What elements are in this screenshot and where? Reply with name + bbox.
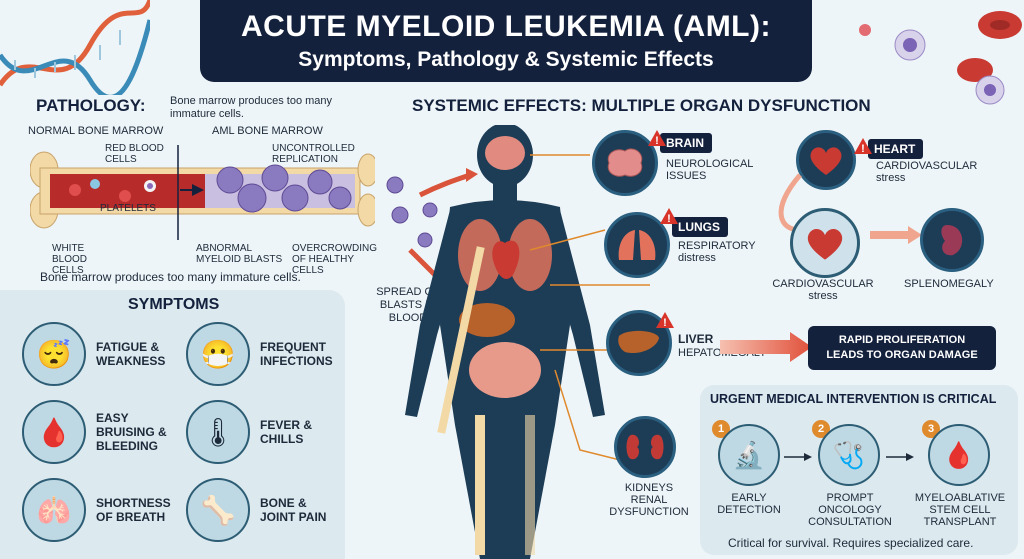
symptom-label: FATIGUE & WEAKNESS <box>96 340 166 368</box>
systemic-heading: SYSTEMIC EFFECTS: MULTIPLE ORGAN DYSFUNC… <box>412 96 871 115</box>
spleen-circle <box>920 208 984 272</box>
lungs-icon: 🫁 <box>22 478 86 542</box>
brain-desc: NEUROLOGICAL ISSUES <box>666 158 754 182</box>
platelets-label: PLATELETS <box>100 203 156 214</box>
urgent-heading: URGENT MEDICAL INTERVENTION IS CRITICAL <box>710 392 997 406</box>
pathology-caption: Bone marrow produces too many immature c… <box>40 270 301 284</box>
step-arrow <box>886 453 914 461</box>
lungs-tag: LUNGS <box>672 217 728 237</box>
brain-tag: BRAIN <box>660 133 712 153</box>
tired-person-icon: 😴 <box>22 322 86 386</box>
step-arrow <box>784 453 812 461</box>
bruise-icon: 🩸 <box>22 400 86 464</box>
svg-text:!: ! <box>655 135 659 146</box>
svg-text:!: ! <box>861 143 865 154</box>
symptom-infections: 😷 FREQUENT INFECTIONS <box>186 322 340 386</box>
aml-marrow-label: AML BONE MARROW <box>212 125 323 137</box>
svg-text:!: ! <box>667 213 671 224</box>
infection-shield-icon: 😷 <box>186 322 250 386</box>
brain-icon <box>607 148 643 177</box>
brain-tag-wrap: ! BRAIN <box>648 130 712 153</box>
cardio-circle <box>790 208 860 278</box>
kidneys-desc: RENAL DYSFUNCTION <box>609 494 689 518</box>
knee-joint-icon: 🦴 <box>186 478 250 542</box>
heart-circle <box>796 130 856 190</box>
lungs-tag-wrap: ! LUNGS <box>660 208 728 237</box>
heart-desc-2: stress <box>876 172 906 184</box>
bone-marrow-illustration <box>30 145 375 240</box>
symptom-bruising: 🩸 EASY BRUISING & BLEEDING <box>22 400 176 464</box>
lungs-desc-2: distress <box>678 252 716 264</box>
heart-icon <box>807 228 843 260</box>
step-label: MYELOABLATIVE STEM CELL TRANSPLANT <box>914 492 1006 528</box>
warning-icon: ! <box>854 138 872 154</box>
heart-desc-1: CARDIOVASCULAR <box>876 160 978 172</box>
uncontrolled-replication-label: UNCONTROLLED REPLICATION <box>272 143 355 165</box>
lungs-organ-icon <box>618 230 656 260</box>
blood-bag-icon: 🩸 <box>928 424 990 486</box>
symptom-label: BONE & JOINT PAIN <box>260 496 327 524</box>
proliferation-line-2: LEADS TO ORGAN DAMAGE <box>826 349 978 361</box>
thermometer-icon: 🌡 <box>186 400 250 464</box>
urgent-footer: Critical for survival. Requires speciali… <box>728 536 974 550</box>
proliferation-arrow <box>720 332 812 362</box>
symptom-label: EASY BRUISING & BLEEDING <box>96 411 167 453</box>
symptom-label: SHORTNESS OF BREATH <box>96 496 171 524</box>
blood-cells-decoration <box>859 11 1022 105</box>
symptom-label: FREQUENT INFECTIONS <box>260 340 333 368</box>
kidneys-circle <box>614 416 676 478</box>
pathology-heading: PATHOLOGY: <box>36 96 146 115</box>
step-label: EARLY DETECTION <box>717 492 781 516</box>
brain-circle <box>592 130 658 196</box>
step-label: PROMPT ONCOLOGY CONSULTATION <box>808 492 892 528</box>
overcrowding-label: OVERCROWDING OF HEALTHY CELLS <box>292 243 377 276</box>
white-blood-cells-label: WHITE BLOOD CELLS <box>52 243 88 276</box>
dna-helix-icon <box>0 0 150 95</box>
subtitle: Symptoms, Pathology & Systemic Effects <box>298 48 714 71</box>
heart-tag: HEART <box>868 139 924 159</box>
symptom-label: FEVER & CHILLS <box>260 418 313 446</box>
symptom-bone-pain: 🦴 BONE & JOINT PAIN <box>186 478 340 542</box>
symptoms-heading: SYMPTOMS <box>128 296 220 313</box>
proliferation-box: RAPID PROLIFERATION LEADS TO ORGAN DAMAG… <box>808 326 996 370</box>
spleen-label: SPLENOMEGALY <box>904 278 994 290</box>
liver-icon <box>618 330 659 354</box>
cardio-label-1: CARDIOVASCULAR <box>772 278 874 290</box>
kidneys-tag: KIDNEYS <box>624 482 674 494</box>
proliferation-line-1: RAPID PROLIFERATION <box>838 334 966 346</box>
blast-spread-arrows <box>386 168 478 286</box>
normal-marrow-label: NORMAL BONE MARROW <box>28 125 164 137</box>
pathology-heading-desc: Bone marrow produces too many immature c… <box>170 95 333 120</box>
warning-icon: ! <box>656 312 674 328</box>
abnormal-blasts-label: ABNORMAL MYELOID BLASTS <box>196 243 283 265</box>
title-banner: ACUTE MYELOID LEUKEMIA (AML): Symptoms, … <box>200 0 812 82</box>
symptom-fatigue: 😴 FATIGUE & WEAKNESS <box>22 322 176 386</box>
human-body-illustration <box>405 125 605 559</box>
heart-tag-wrap: ! HEART <box>854 138 924 159</box>
spleen-icon <box>941 225 963 256</box>
warning-icon: ! <box>660 208 678 224</box>
liver-tag: LIVER <box>678 332 714 346</box>
symptom-breath: 🫁 SHORTNESS OF BREATH <box>22 478 176 542</box>
kidneys-icon <box>626 434 664 460</box>
microscope-icon: 🔬 <box>718 424 780 486</box>
cardio-label-2: stress <box>808 290 838 302</box>
red-blood-cells-label: RED BLOOD CELLS <box>105 143 164 165</box>
warning-icon: ! <box>648 130 666 146</box>
doctor-icon: 🩺 <box>818 424 880 486</box>
main-title: ACUTE MYELOID LEUKEMIA (AML): <box>240 10 771 43</box>
spread-label: SPREAD OF BLASTS IN BLOOD <box>376 286 440 324</box>
svg-text:!: ! <box>663 317 667 328</box>
lungs-circle <box>604 212 670 278</box>
lungs-desc-1: RESPIRATORY <box>678 240 756 252</box>
heart-icon <box>810 147 842 175</box>
symptom-fever: 🌡 FEVER & CHILLS <box>186 400 340 464</box>
